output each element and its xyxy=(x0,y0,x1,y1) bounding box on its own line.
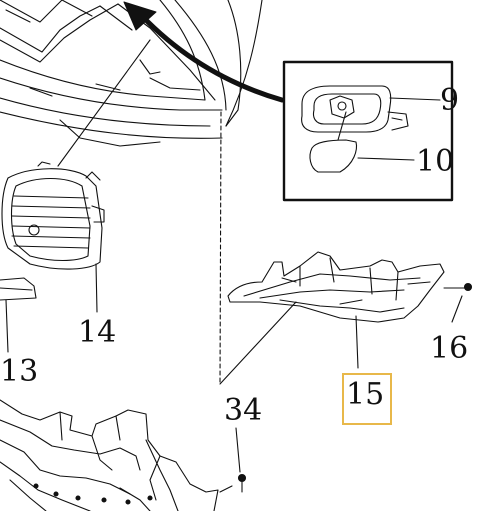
detail-box xyxy=(282,60,454,202)
front-bumper-drawing xyxy=(0,0,263,147)
callout-15: 15 xyxy=(346,377,385,412)
screw-34-drawing xyxy=(219,427,247,493)
highlight-box-15 xyxy=(342,373,392,425)
tow-hook-cover-drawing xyxy=(301,85,441,173)
screw-16-drawing xyxy=(443,282,473,323)
callout-16: 16 xyxy=(430,331,469,366)
skid-plate-drawing xyxy=(0,399,219,511)
callout-34: 34 xyxy=(224,393,263,428)
lower-bracket-drawing xyxy=(219,251,445,385)
callout-14: 14 xyxy=(78,315,117,350)
side-grille-drawing xyxy=(1,39,151,313)
callout-10: 10 xyxy=(416,144,455,179)
callout-13: 13 xyxy=(0,354,39,389)
callout-9: 9 xyxy=(440,83,460,118)
trim-strip-drawing xyxy=(0,277,37,353)
